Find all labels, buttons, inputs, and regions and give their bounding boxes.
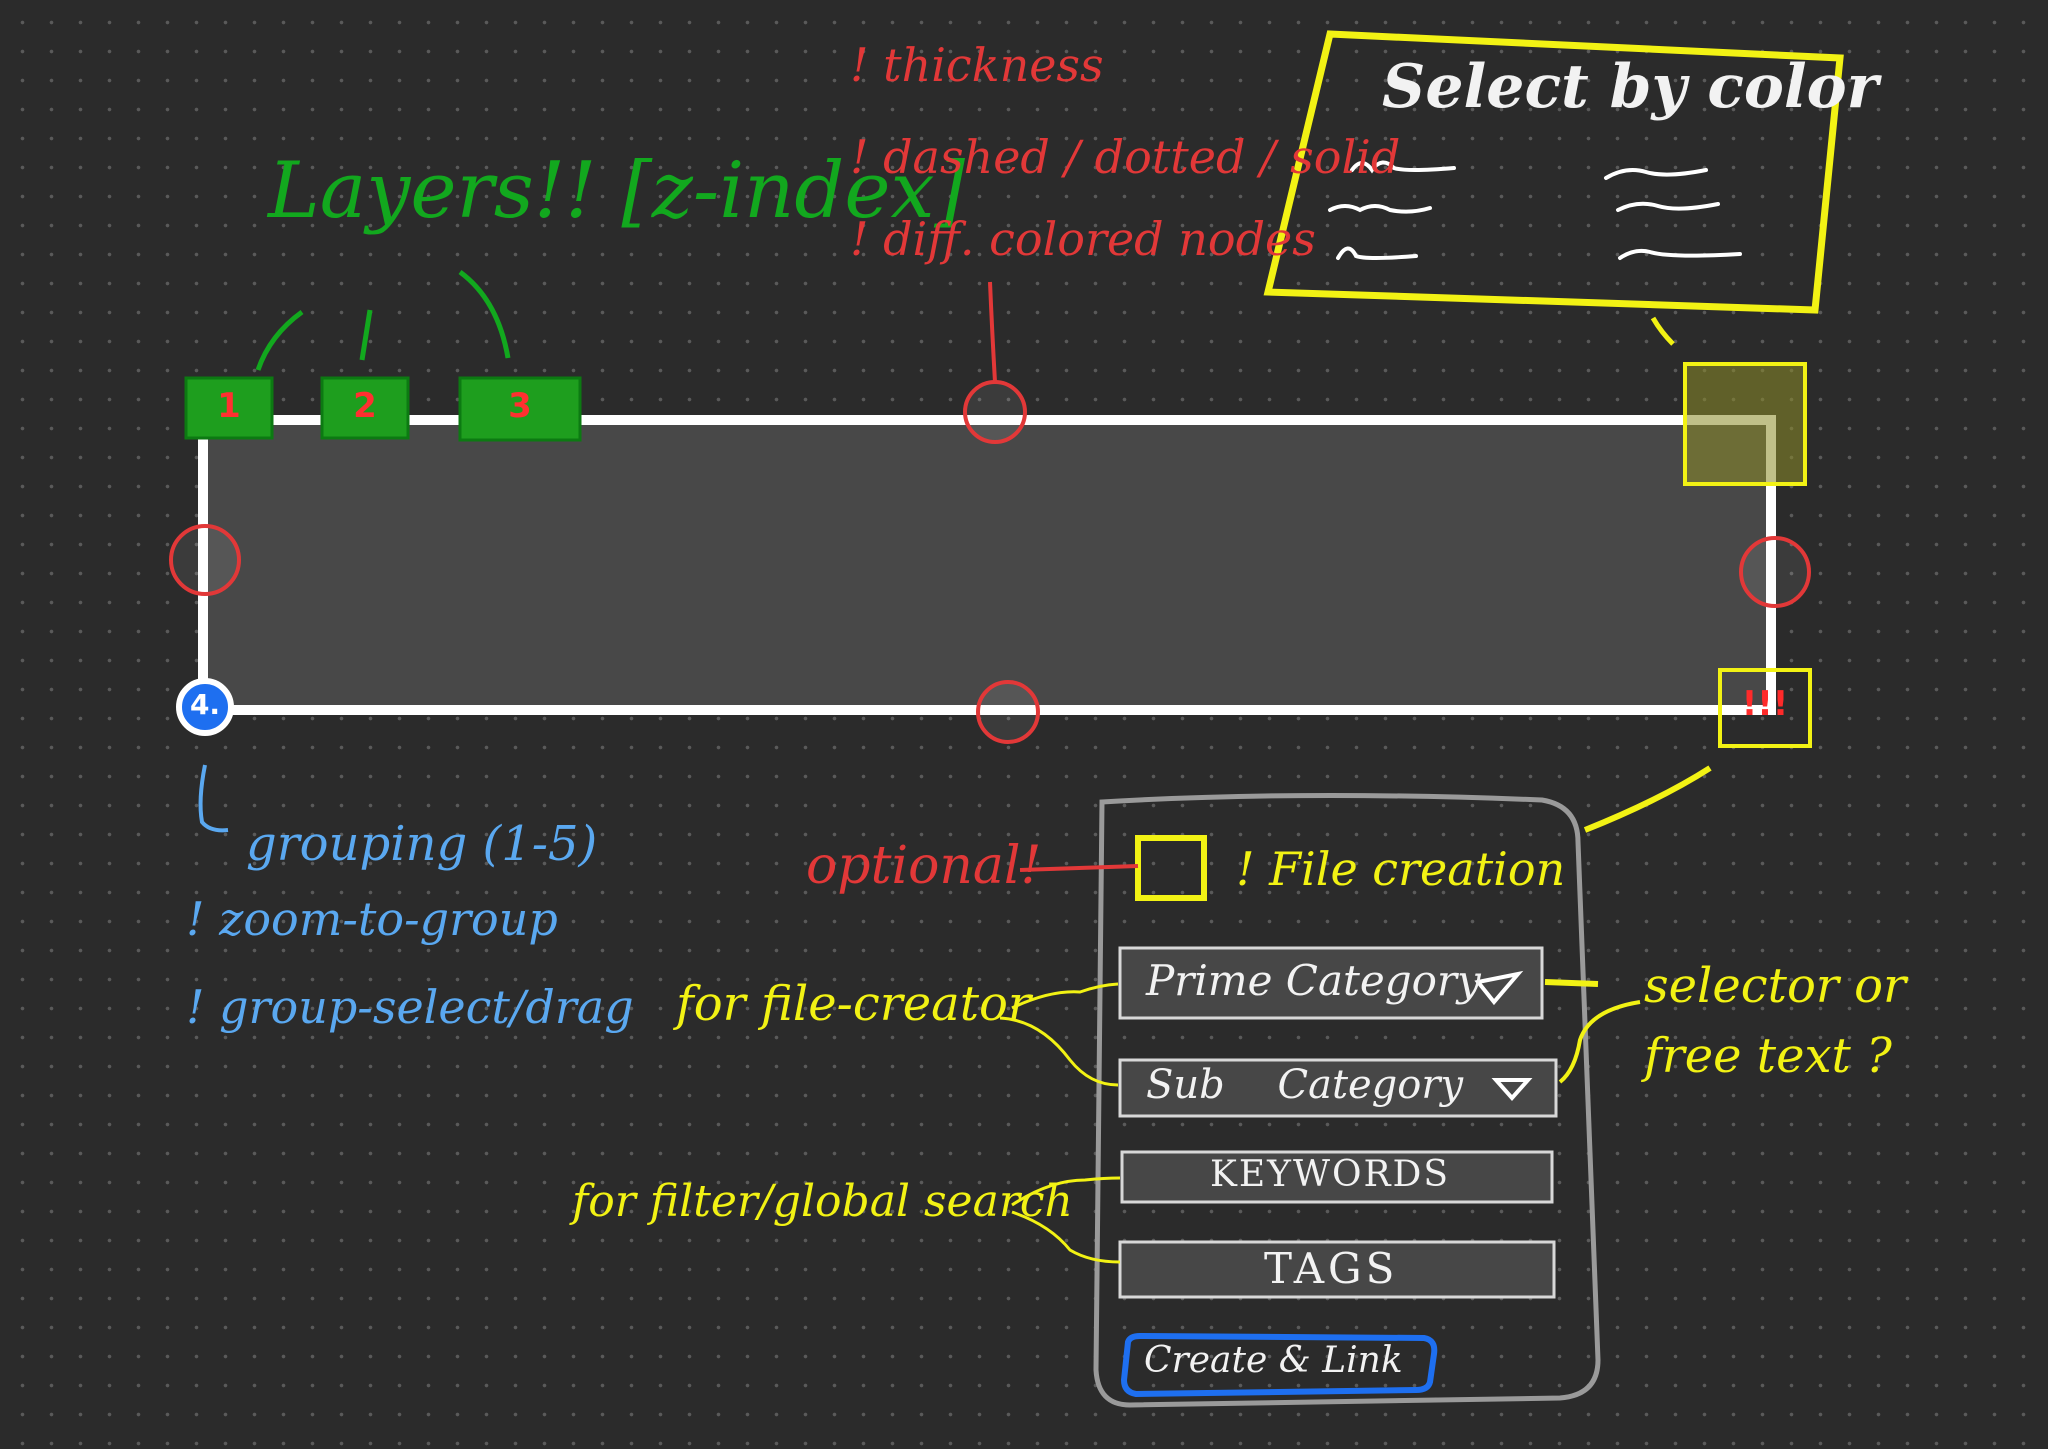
layer-handle-1[interactable] [184, 376, 274, 440]
group-handle-label: 4. [189, 688, 221, 721]
filter-search-annotation: for filter/global search [572, 1176, 1073, 1227]
color-select-panel [1263, 30, 1844, 314]
top-edge-node[interactable] [963, 380, 1027, 444]
resize-corner-box[interactable] [1718, 668, 1812, 748]
optional-pointer [1019, 864, 1139, 872]
layer-connector-2 [359, 309, 373, 361]
file-creation-checkbox[interactable] [1135, 835, 1207, 901]
group-handle[interactable] [176, 678, 234, 736]
group-note-line-1: grouping (1-5) [246, 816, 598, 872]
layer-handle-3[interactable] [458, 376, 582, 442]
prime-category-chevron-icon [1474, 970, 1524, 1006]
color-sample-3[interactable] [1336, 246, 1418, 260]
color-sample-6[interactable] [1618, 248, 1742, 260]
layer-handle-3-label: 3 [508, 386, 532, 426]
create-link-button[interactable]: Create & Link [1144, 1340, 1403, 1381]
file-creator-pointer-sub [999, 1016, 1119, 1087]
group-note-line-2: ! zoom-to-group [186, 892, 558, 946]
search-pointer-keywords [1011, 1176, 1121, 1207]
right-edge-node[interactable] [1739, 536, 1811, 608]
color-samples [1328, 160, 1742, 260]
group-note-pointer [198, 764, 229, 833]
prime-category-label: Prime Category [1146, 956, 1481, 1005]
layer-handle-1-label: 1 [217, 386, 241, 426]
color-corner-connector [1650, 316, 1675, 346]
optional-label: optional! [806, 836, 1042, 896]
color-select-corner[interactable] [1683, 362, 1807, 486]
edge-note-pointer [988, 281, 997, 383]
selector-pointer-prime [1544, 979, 1599, 987]
resize-corner-badge: !!! [1741, 684, 1789, 724]
color-sample-1[interactable] [1350, 160, 1456, 174]
layer-connector-1 [255, 309, 304, 371]
edge-note-line-3: ! diff. colored nodes [850, 212, 1316, 266]
prime-category-select[interactable] [1118, 946, 1544, 1020]
bottom-edge-node[interactable] [976, 680, 1040, 744]
file-panel [1093, 792, 1601, 1408]
selector-annotation-line-2: free text ? [1644, 1028, 1892, 1084]
tags-input[interactable] [1118, 1240, 1556, 1299]
sub-category-chevron-icon [1491, 1078, 1533, 1102]
sub-category-select[interactable] [1118, 1058, 1558, 1118]
layer-handle-2[interactable] [320, 376, 410, 440]
group-note-line-3: ! group-select/drag [186, 980, 634, 1034]
tags-label: TAGS [1264, 1244, 1399, 1293]
edge-note-line-2: ! dashed / dotted / solid [850, 130, 1401, 184]
selector-annotation-line-1: selector or [1644, 958, 1906, 1014]
layers-title: Layers!! [z-index] [268, 146, 965, 236]
file-creator-pointer-prime [1011, 982, 1119, 1010]
layer-connector-3 [458, 269, 511, 359]
sub-category-label: Sub Category [1146, 1062, 1464, 1108]
file-creator-annotation: for file-creator [676, 976, 1031, 1032]
search-pointer-tags [1011, 1210, 1121, 1264]
create-link-button-outline [1120, 1332, 1438, 1398]
color-sample-4[interactable] [1604, 168, 1708, 180]
layer-handle-2-label: 2 [353, 386, 377, 426]
keywords-input[interactable] [1120, 1150, 1554, 1204]
keywords-label: KEYWORDS [1210, 1154, 1451, 1195]
color-panel-title: Select by color [1382, 52, 1879, 122]
resize-corner-connector [1583, 765, 1712, 833]
left-edge-node[interactable] [169, 524, 241, 596]
color-sample-5[interactable] [1616, 201, 1720, 212]
selector-pointer-sub [1558, 1000, 1641, 1084]
color-sample-2[interactable] [1328, 204, 1432, 214]
file-creation-label: ! File creation [1236, 842, 1566, 896]
edge-note-line-1: ! thickness [850, 38, 1104, 92]
node-rectangle[interactable] [198, 415, 1776, 715]
